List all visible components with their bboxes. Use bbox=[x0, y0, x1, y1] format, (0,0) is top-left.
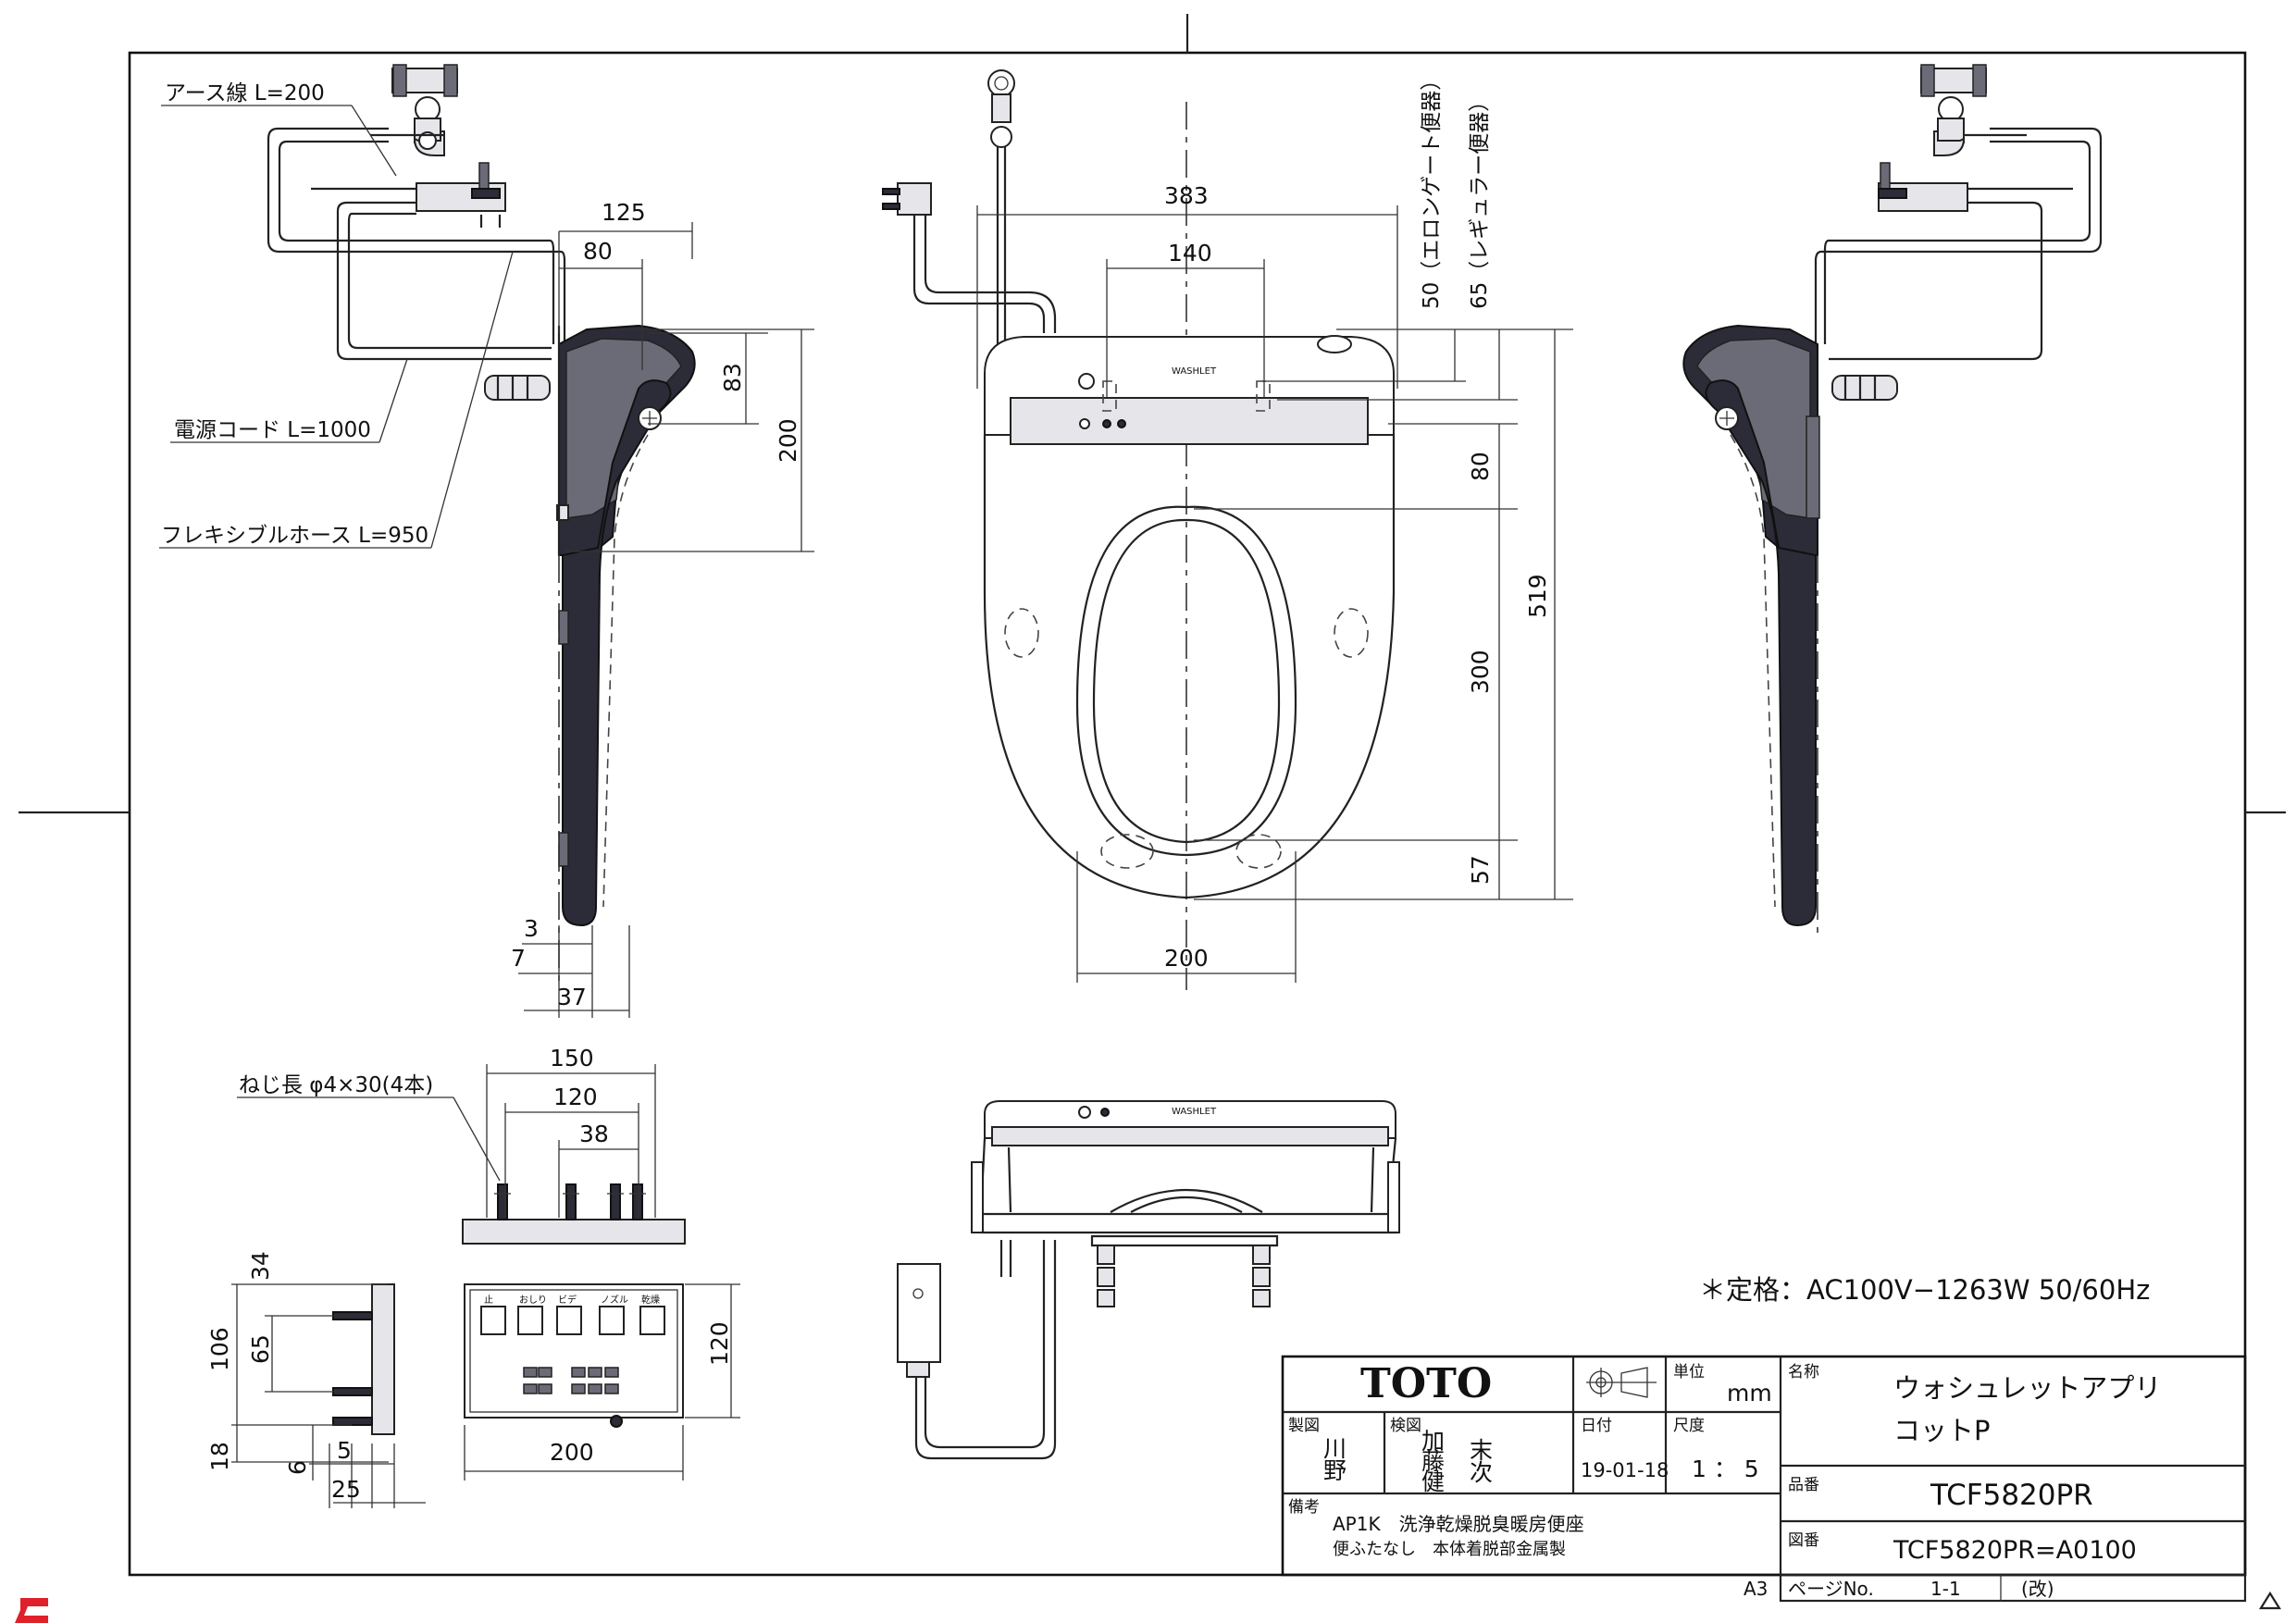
dim-top-200: 200 bbox=[1164, 945, 1209, 972]
dim-side-3: 3 bbox=[524, 915, 539, 942]
dim-rc-65: 65 bbox=[247, 1334, 274, 1364]
projection-symbol-icon bbox=[1586, 1367, 1657, 1398]
notes-label: 備考 bbox=[1288, 1498, 1320, 1517]
dim-top-65: 65（レギュラー便器） bbox=[1468, 91, 1492, 309]
sheet-frame bbox=[15, 14, 2286, 1623]
callout-screw: ねじ長 φ4×30(4本) bbox=[239, 1073, 433, 1097]
hose-connector-icon bbox=[1831, 375, 1898, 401]
svg-text:WASHLET: WASHLET bbox=[1172, 1107, 1217, 1117]
dim-rc-200: 200 bbox=[550, 1439, 594, 1466]
mounting-bolt-icon bbox=[1097, 1245, 1271, 1307]
side-body-icon bbox=[1682, 324, 1820, 927]
product-name-line1: ウォシュレットアプリ bbox=[1893, 1372, 2161, 1404]
dim-side-200: 200 bbox=[775, 418, 801, 463]
remote-side-view: 34 106 65 18 6 5 25 bbox=[206, 1251, 426, 1508]
dim-plate-38: 38 bbox=[579, 1121, 609, 1147]
control-box-icon bbox=[311, 162, 506, 212]
dim-side-80: 80 bbox=[583, 238, 613, 265]
dim-top-80: 80 bbox=[1467, 452, 1494, 481]
dim-rc-5: 5 bbox=[337, 1437, 352, 1464]
date-value: 19-01-18 bbox=[1581, 1459, 1669, 1481]
dim-side-83: 83 bbox=[719, 363, 746, 392]
dim-top-383: 383 bbox=[1164, 182, 1209, 209]
screw-icon bbox=[494, 1183, 646, 1220]
rating-text: ＊定格：AC100V−1263W 50/60Hz bbox=[1699, 1274, 2150, 1306]
product-number: TCF5820PR bbox=[1930, 1479, 2093, 1512]
side-body-icon bbox=[556, 324, 696, 927]
supply-valve-icon bbox=[391, 64, 458, 156]
scale-label: 尺度 bbox=[1673, 1417, 1705, 1435]
checked-by-4: 末 bbox=[1470, 1437, 1493, 1464]
page-label: ページNo. bbox=[1788, 1578, 1874, 1600]
note-line-2: 便ふたなし 本体着脱部金属製 bbox=[1333, 1540, 1566, 1559]
callout-flex-hose: フレキシブルホース L=950 bbox=[161, 524, 428, 548]
brand-logo: TOTO bbox=[1360, 1360, 1492, 1407]
supply-valve-icon bbox=[1920, 64, 1987, 156]
side-view: 125 80 83 200 3 7 37 アース線 L=200 電源コード L=… bbox=[159, 64, 814, 1018]
revision-label: (改) bbox=[2021, 1578, 2054, 1600]
checked-label: 検図 bbox=[1390, 1417, 1421, 1435]
dim-top-300: 300 bbox=[1467, 650, 1494, 694]
product-name-line2: コットP bbox=[1893, 1415, 1991, 1446]
remote-buttons: 止 おしり ビデ ノズル 乾燥 bbox=[480, 1294, 665, 1428]
drawing-number: TCF5820PR=A0100 bbox=[1893, 1536, 2137, 1565]
checked-by-3: 健 bbox=[1421, 1468, 1445, 1495]
dim-rc-6: 6 bbox=[284, 1460, 311, 1475]
dim-rc-25: 25 bbox=[331, 1476, 361, 1503]
drafted-by-2: 野 bbox=[1323, 1457, 1347, 1484]
front-view: WASHLET bbox=[897, 1100, 1400, 1460]
dim-top-57: 57 bbox=[1467, 855, 1494, 885]
corner-mark-icon bbox=[15, 1598, 48, 1623]
top-dimensions bbox=[976, 205, 1573, 983]
dim-side-7: 7 bbox=[511, 945, 526, 972]
supply-pipe-icon bbox=[987, 69, 1015, 344]
mounting-plate-view: 150 120 38 ねじ長 φ4×30(4本) bbox=[237, 1045, 686, 1245]
dim-top-140: 140 bbox=[1168, 240, 1212, 266]
drafted-label: 製図 bbox=[1288, 1417, 1320, 1435]
callout-earth-wire: アース線 L=200 bbox=[165, 81, 325, 105]
dim-plate-120: 120 bbox=[553, 1084, 598, 1110]
product-number-label: 品番 bbox=[1788, 1476, 1819, 1494]
side-dimensions bbox=[518, 222, 814, 1018]
top-view: WASHLET 383 140 bbox=[882, 69, 1573, 990]
remote-label-dry: 乾燥 bbox=[641, 1294, 660, 1306]
checked-by-2: 藤 bbox=[1421, 1448, 1445, 1475]
dim-top-50: 50（エロンゲート便器） bbox=[1420, 69, 1444, 309]
callout-power-cord: 電源コード L=1000 bbox=[174, 418, 371, 442]
dim-rc-120: 120 bbox=[706, 1321, 733, 1366]
title-block: TOTO 単位 mm 製図 川 野 検図 加 藤 健 末 次 日付 19-01-… bbox=[1281, 1355, 2247, 1603]
remote-label-stop: 止 bbox=[484, 1295, 493, 1306]
drawing-number-label: 図番 bbox=[1788, 1531, 1819, 1550]
remote-label-nozzle: ノズル bbox=[601, 1294, 628, 1306]
remote-label-rear: おしり bbox=[519, 1295, 547, 1306]
svg-text:WASHLET: WASHLET bbox=[1172, 366, 1217, 377]
dim-rc-34: 34 bbox=[247, 1251, 274, 1281]
page-value: 1-1 bbox=[1930, 1578, 1961, 1600]
unit-value: mm bbox=[1727, 1380, 1772, 1406]
checked-by-5: 次 bbox=[1470, 1459, 1493, 1486]
dim-top-519: 519 bbox=[1524, 574, 1551, 618]
remote-label-bidet: ビデ bbox=[558, 1294, 577, 1306]
sheet-size: A3 bbox=[1744, 1578, 1768, 1600]
dim-plate-150: 150 bbox=[550, 1045, 594, 1072]
scale-value: 1 ： 5 bbox=[1692, 1456, 1759, 1482]
remote-front-view: 止 おしり ビデ ノズル 乾燥 120 200 bbox=[464, 1283, 740, 1481]
right-side-view bbox=[1682, 64, 2103, 935]
dim-rc-106: 106 bbox=[206, 1327, 233, 1371]
unit-label: 単位 bbox=[1673, 1363, 1705, 1381]
date-label: 日付 bbox=[1581, 1417, 1612, 1435]
seat-outline-icon: WASHLET bbox=[983, 335, 1396, 899]
checked-by-1: 加 bbox=[1421, 1428, 1445, 1455]
power-plug-icon bbox=[882, 182, 1057, 333]
note-line-1: AP1K 洗浄乾燥脱臭暖房便座 bbox=[1333, 1513, 1584, 1535]
control-box-icon bbox=[1878, 162, 2073, 212]
drafted-by-1: 川 bbox=[1323, 1435, 1347, 1462]
hose-connector-icon bbox=[484, 375, 551, 401]
name-label: 名称 bbox=[1788, 1363, 1819, 1381]
dim-side-125: 125 bbox=[602, 199, 646, 226]
power-plug-icon bbox=[897, 1240, 1057, 1460]
dim-rc-18: 18 bbox=[206, 1442, 233, 1471]
dim-side-37: 37 bbox=[557, 984, 587, 1010]
